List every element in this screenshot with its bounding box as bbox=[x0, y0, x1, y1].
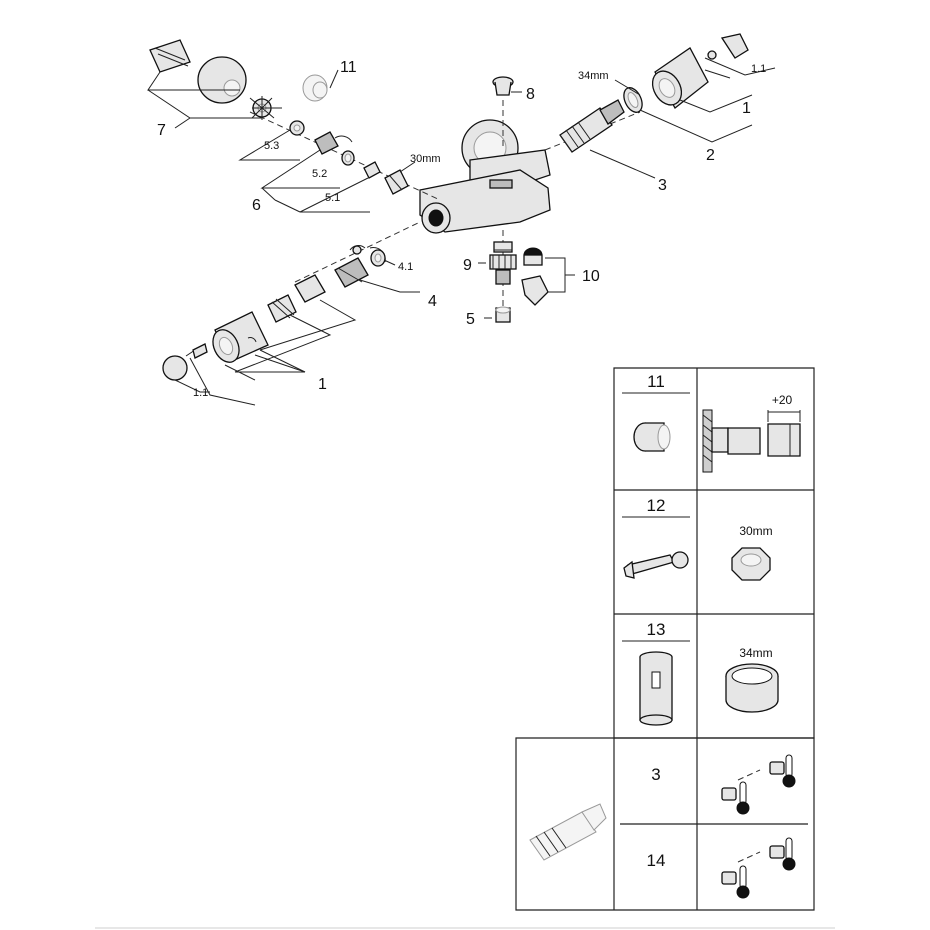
table-title-12: 12 bbox=[647, 496, 666, 515]
nut-icon bbox=[731, 547, 771, 581]
callout-11: 11 bbox=[340, 59, 357, 76]
mixer-body bbox=[419, 119, 551, 234]
callout-labels: 1 1.1 2 3 34mm 8 11 7 6 5.3 5.2 5.1 30mm… bbox=[157, 59, 766, 399]
part-4-check-valve bbox=[334, 244, 386, 288]
part-5-nut bbox=[495, 306, 511, 323]
thermo-cartridge-icon bbox=[529, 803, 607, 861]
axis-line-lower bbox=[294, 221, 421, 283]
leaders-bottom-left bbox=[174, 259, 420, 406]
leaders-bottom-center bbox=[478, 257, 575, 319]
part-10-knob bbox=[521, 247, 549, 306]
leaders-top-left bbox=[147, 69, 416, 213]
table-title-13: 13 bbox=[647, 620, 666, 639]
part-7-fitting bbox=[149, 39, 247, 104]
part-1-bottom-body bbox=[212, 274, 326, 363]
part-1-1-top-cap bbox=[707, 33, 749, 60]
callout-1-bottom: 1 bbox=[318, 376, 327, 393]
part-9-flow-cartridge bbox=[489, 241, 517, 285]
wrench-icon bbox=[623, 551, 689, 579]
part-8-cap bbox=[492, 76, 514, 96]
callout-5-1: 5.1 bbox=[325, 192, 340, 204]
socket-tool-icon bbox=[639, 651, 673, 726]
part-1-1-bottom-cap bbox=[162, 343, 208, 381]
callout-2: 2 bbox=[706, 147, 715, 164]
callout-8: 8 bbox=[526, 86, 535, 103]
callout-5-2: 5.2 bbox=[312, 168, 327, 180]
callout-30mm: 30mm bbox=[410, 153, 441, 165]
callout-4: 4 bbox=[428, 293, 437, 310]
callout-5-3: 5.3 bbox=[264, 140, 279, 152]
table-title-14: 14 bbox=[647, 851, 666, 870]
callout-1-top: 1 bbox=[742, 100, 751, 117]
callout-4-1: 4.1 bbox=[398, 261, 413, 273]
part-6-check-valve bbox=[289, 120, 409, 195]
callout-7: 7 bbox=[157, 122, 166, 139]
callout-10: 10 bbox=[582, 268, 600, 285]
leaders-top-right bbox=[511, 57, 776, 179]
callout-9: 9 bbox=[463, 257, 472, 274]
part-1-top-handle bbox=[651, 47, 709, 109]
extension-section-icon bbox=[702, 409, 801, 473]
part-11-adapter-ghost bbox=[302, 74, 328, 102]
table-dim-30mm: 30mm bbox=[739, 524, 772, 538]
table-dim-plus20: +20 bbox=[772, 393, 793, 407]
callout-34mm: 34mm bbox=[578, 70, 609, 82]
table-title-11: 11 bbox=[647, 372, 665, 391]
callout-5: 5 bbox=[466, 311, 475, 328]
callout-1-1-bottom: 1.1 bbox=[193, 387, 208, 399]
thermometer-icon bbox=[721, 754, 796, 815]
callout-6: 6 bbox=[252, 197, 261, 214]
accessory-table: 11 +20 12 30mm bbox=[515, 367, 815, 911]
callout-1-1-top: 1.1 bbox=[751, 63, 766, 75]
part-3-thermo-cartridge bbox=[559, 99, 625, 153]
table-title-3: 3 bbox=[651, 765, 660, 784]
table-dim-34mm: 34mm bbox=[739, 646, 772, 660]
callout-3: 3 bbox=[658, 177, 667, 194]
adapter-icon bbox=[633, 422, 671, 452]
ring-icon bbox=[725, 663, 779, 713]
thermometer-icon bbox=[721, 837, 796, 899]
